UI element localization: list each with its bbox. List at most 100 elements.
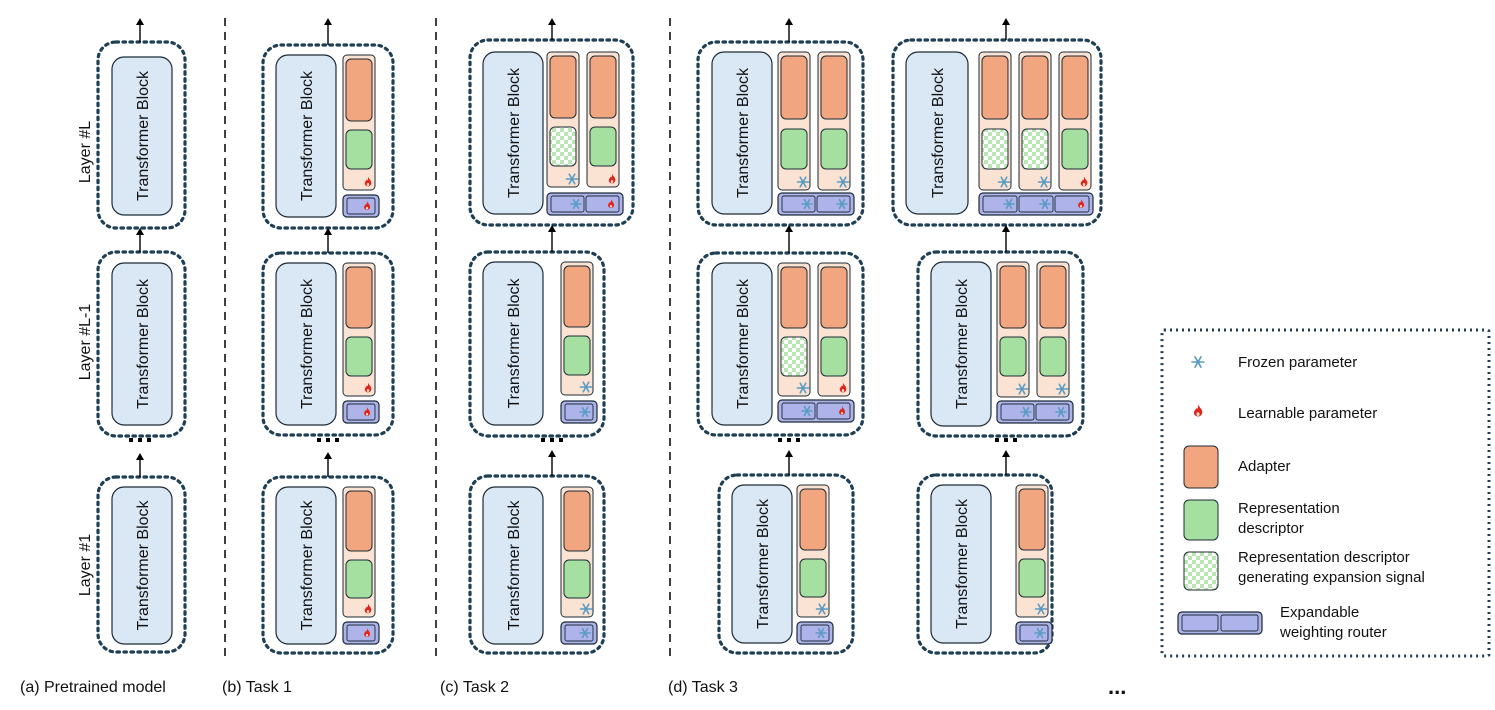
legend-router-text-1: Expandable	[1280, 604, 1359, 621]
arrow-icon	[785, 18, 793, 25]
ellipsis-dots	[317, 438, 339, 442]
snowflake-icon	[796, 382, 810, 394]
transformer-block: Transformer Block	[275, 262, 337, 426]
arrow-icon	[785, 450, 793, 457]
flame-icon	[1080, 176, 1088, 187]
transformer-label: Transformer Block	[735, 278, 752, 409]
trailing-ellipsis: ...	[1108, 674, 1126, 699]
snowflake-icon	[1037, 176, 1051, 188]
snowflake-icon	[796, 176, 810, 188]
adapter-module	[777, 262, 811, 397]
expansion-descriptor-box	[780, 336, 808, 377]
flame-icon	[839, 406, 846, 415]
flame-icon	[608, 199, 615, 208]
transformer-block: Transformer Block	[111, 56, 173, 216]
layer-label-1: Layer #1	[77, 534, 94, 596]
arrow-icon	[324, 228, 332, 235]
weighting-router	[1015, 621, 1053, 645]
adapter-module	[1036, 261, 1070, 398]
transformer-label: Transformer Block	[299, 278, 316, 409]
arrow-icon	[548, 225, 556, 232]
adapter-module	[817, 51, 851, 191]
flame-icon	[608, 173, 616, 184]
descriptor-box	[563, 335, 591, 376]
weighting-router	[560, 621, 598, 645]
snowflake-icon	[836, 198, 848, 210]
ellipsis-dots	[129, 438, 151, 442]
legend-router-text-2: weighting router	[1279, 624, 1387, 641]
snowflake-icon	[1015, 383, 1029, 395]
snowflake-icon	[1055, 383, 1069, 395]
transformer-label: Transformer Block	[135, 499, 152, 630]
transformer-block: Transformer Block	[930, 261, 992, 427]
adapter-module	[342, 54, 376, 191]
adapter-box	[1018, 488, 1046, 551]
snowflake-icon	[801, 198, 813, 210]
transformer-label: Transformer Block	[506, 67, 523, 198]
expansion-descriptor-box	[1021, 128, 1049, 170]
arrow-icon	[548, 18, 556, 25]
flame-icon	[364, 176, 372, 187]
legend-frozen-text: Frozen parameter	[1238, 354, 1357, 371]
snowflake-icon	[997, 176, 1011, 188]
adapter-module	[1018, 51, 1052, 191]
arrow-icon	[1002, 18, 1010, 25]
snowflake-icon	[1039, 198, 1051, 210]
weighting-router	[546, 192, 624, 216]
legend-rep-text-1: Representation	[1238, 500, 1340, 517]
transformer-block: Transformer Block	[731, 484, 793, 644]
snowflake-icon	[815, 627, 827, 639]
adapter-module	[817, 262, 851, 397]
transformer-block: Transformer Block	[930, 484, 992, 644]
snowflake-icon	[570, 198, 582, 210]
adapter-module	[342, 262, 376, 397]
adapter-box	[1061, 55, 1089, 120]
weighting-router	[796, 621, 834, 645]
legend-rep-text-2: descriptor	[1238, 520, 1304, 537]
adapter-module	[1058, 51, 1092, 191]
adapter-box	[563, 265, 591, 328]
snowflake-icon	[836, 176, 850, 188]
flame-icon	[364, 382, 372, 393]
flame-icon	[364, 407, 371, 416]
arrow-icon	[136, 453, 144, 460]
transformer-label: Transformer Block	[954, 278, 971, 409]
flame-icon	[839, 382, 847, 393]
adapter-box	[563, 490, 591, 552]
descriptor-box	[820, 336, 848, 377]
arrow-icon	[1002, 450, 1010, 457]
transformer-block: Transformer Block	[711, 51, 773, 215]
adapter-box	[981, 55, 1009, 120]
caption-panel-d: (d) Task 3	[668, 679, 738, 696]
layer-label-L: Layer #L	[77, 121, 94, 183]
transformer-label: Transformer Block	[135, 70, 152, 201]
weighting-router	[560, 400, 598, 424]
legend-adapter-swatch	[1183, 445, 1219, 489]
adapter-box	[1021, 55, 1049, 120]
adapter-box	[799, 488, 827, 551]
weighting-router	[342, 400, 380, 424]
weighting-router	[777, 192, 855, 216]
descriptor-box	[345, 336, 373, 377]
legend-router-swatch	[1177, 611, 1263, 635]
transformer-label: Transformer Block	[755, 498, 772, 629]
flame-icon	[364, 628, 371, 637]
snowflake-icon	[579, 406, 591, 418]
ellipsis-dots	[541, 438, 563, 442]
transformer-block: Transformer Block	[111, 262, 173, 426]
adapter-box	[820, 55, 848, 120]
arrow-icon	[324, 452, 332, 459]
descriptor-box	[780, 128, 808, 170]
snowflake-icon	[579, 627, 591, 639]
descriptor-box	[589, 126, 617, 167]
expansion-descriptor-box	[549, 126, 577, 167]
arrow-icon	[785, 225, 793, 232]
adapter-module	[560, 261, 594, 396]
transformer-block: Transformer Block	[275, 54, 337, 218]
snowflake-icon	[1003, 198, 1015, 210]
caption-panel-c: (c) Task 2	[440, 679, 509, 696]
weighting-router	[342, 194, 380, 218]
adapter-box	[1039, 265, 1067, 329]
adapter-module	[796, 484, 830, 618]
